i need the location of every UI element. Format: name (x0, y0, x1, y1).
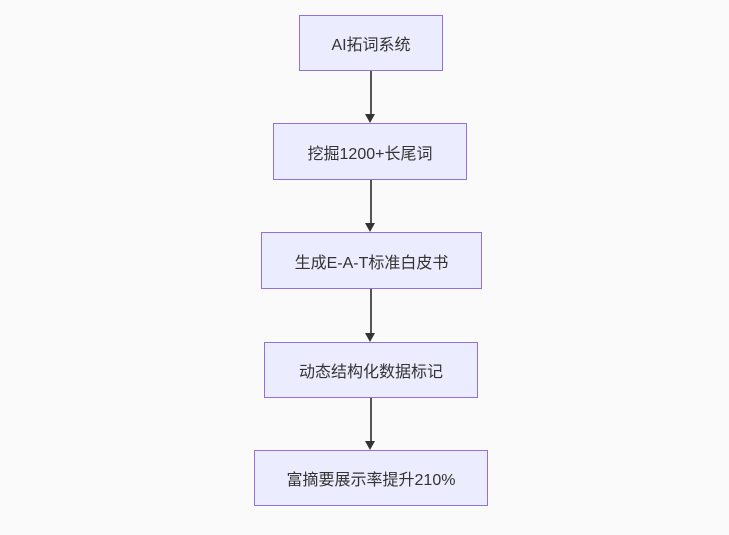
flow-node-ai-keyword-system: AI拓词系统 (299, 15, 443, 71)
flow-node-longtail-mining: 挖掘1200+长尾词 (273, 123, 467, 180)
arrow-connector-2 (365, 180, 376, 232)
arrow-line (369, 180, 372, 224)
flow-node-structured-data-markup: 动态结构化数据标记 (264, 342, 478, 398)
arrow-line (369, 71, 372, 115)
flow-node-label: 富摘要展示率提升210% (286, 472, 456, 489)
arrow-connector-4 (365, 398, 376, 450)
arrow-connector-3 (365, 289, 376, 342)
arrowhead-down-icon (365, 333, 375, 342)
arrowhead-down-icon (365, 114, 375, 123)
flow-node-label: 挖掘1200+长尾词 (307, 145, 433, 163)
flow-node-label: 动态结构化数据标记 (298, 364, 443, 381)
arrow-line (369, 289, 372, 334)
arrowhead-down-icon (365, 223, 375, 232)
arrow-connector-1 (365, 71, 376, 123)
flow-node-eat-whitepaper: 生成E-A-T标准白皮书 (261, 232, 482, 289)
flow-node-rich-snippet-result: 富摘要展示率提升210% (254, 450, 488, 506)
flow-node-label: 生成E-A-T标准白皮书 (294, 254, 449, 272)
arrow-line (369, 398, 372, 442)
arrowhead-down-icon (365, 441, 375, 450)
flow-node-label: AI拓词系统 (331, 37, 411, 54)
